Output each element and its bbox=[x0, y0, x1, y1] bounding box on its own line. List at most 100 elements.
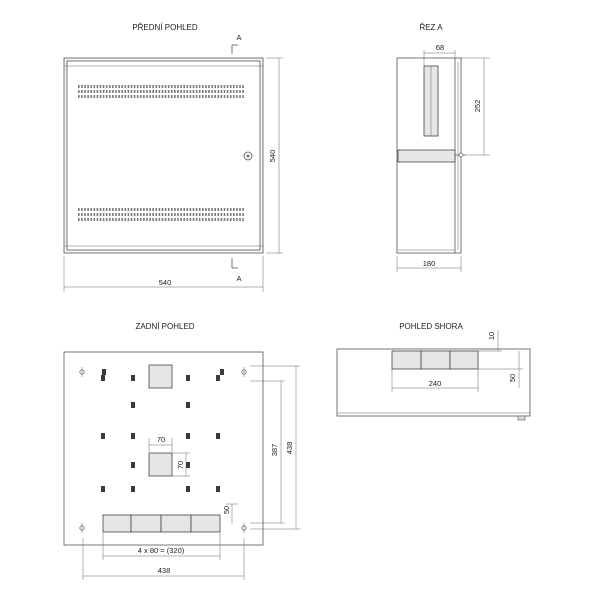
vent-slot bbox=[211, 213, 213, 216]
vent-slot bbox=[84, 213, 86, 216]
vent-slot bbox=[81, 213, 83, 216]
vent-slot bbox=[226, 95, 229, 98]
vent-slot bbox=[109, 218, 111, 221]
vent-slot bbox=[171, 95, 173, 98]
vent-slot bbox=[189, 213, 192, 216]
vent-slot bbox=[93, 208, 96, 211]
vent-slot bbox=[143, 85, 145, 88]
vent-slot bbox=[220, 213, 223, 216]
section-view-title: ŘEZ A bbox=[419, 23, 443, 32]
vent-slot bbox=[81, 90, 83, 93]
vent-slot bbox=[93, 213, 96, 216]
vent-slot bbox=[109, 95, 111, 98]
vent-slot bbox=[161, 90, 164, 93]
vent-slot bbox=[186, 208, 189, 211]
vent-slot bbox=[161, 95, 164, 98]
vent-slot bbox=[130, 213, 133, 216]
vent-slot bbox=[171, 218, 173, 221]
vent-slot bbox=[239, 85, 241, 88]
vent-slot bbox=[78, 90, 80, 93]
vent-slot bbox=[130, 95, 133, 98]
vent-slot bbox=[155, 95, 158, 98]
vent-slot bbox=[143, 90, 145, 93]
vent-slot bbox=[112, 213, 114, 216]
back-cable-entry-row bbox=[102, 514, 221, 533]
vent-slot bbox=[217, 208, 220, 211]
vent-slot bbox=[109, 213, 111, 216]
vent-slot bbox=[177, 85, 179, 88]
vent-slot bbox=[208, 218, 210, 221]
vent-slot bbox=[223, 213, 226, 216]
vent-slot bbox=[189, 218, 192, 221]
vent-slot bbox=[202, 95, 204, 98]
front-width-label: 540 bbox=[159, 278, 172, 287]
vent-slot bbox=[220, 85, 223, 88]
vent-slot bbox=[242, 213, 244, 216]
vent-slot bbox=[233, 218, 235, 221]
vent-slot bbox=[102, 208, 105, 211]
mounting-slot bbox=[186, 375, 190, 381]
cable-entry-4 bbox=[190, 514, 221, 533]
mounting-slot bbox=[131, 375, 135, 381]
vent-slot bbox=[78, 95, 80, 98]
section-depth-label: 180 bbox=[423, 259, 436, 268]
front-view: PŘEDNÍ POHLED A A 540 540 bbox=[63, 23, 283, 292]
vent-slot bbox=[152, 213, 154, 216]
vent-slot bbox=[177, 218, 179, 221]
vent-slot bbox=[167, 213, 170, 216]
vent-slot bbox=[143, 218, 145, 221]
vent-slot bbox=[195, 218, 198, 221]
vent-slot bbox=[118, 95, 120, 98]
vent-slot bbox=[118, 90, 120, 93]
vent-slot bbox=[115, 85, 117, 88]
vent-slot bbox=[105, 90, 108, 93]
vent-slot bbox=[115, 213, 117, 216]
vent-slot bbox=[109, 90, 111, 93]
vent-slot bbox=[167, 218, 170, 221]
vent-slot bbox=[214, 95, 216, 98]
vent-slot bbox=[136, 213, 139, 216]
vent-slot bbox=[146, 85, 148, 88]
vent-slot bbox=[214, 218, 216, 221]
section-height-label: 252 bbox=[473, 100, 482, 113]
top-offset-label: 10 bbox=[487, 332, 496, 340]
vent-slot bbox=[180, 95, 182, 98]
vent-slot bbox=[121, 218, 123, 221]
vent-slot bbox=[84, 218, 86, 221]
vent-slot bbox=[130, 208, 133, 211]
vent-slot bbox=[189, 208, 192, 211]
vent-slot bbox=[87, 95, 89, 98]
mounting-slot bbox=[131, 402, 135, 408]
vent-slot bbox=[214, 213, 216, 216]
vent-slot bbox=[127, 218, 130, 221]
vent-slot bbox=[93, 218, 96, 221]
vent-slot bbox=[242, 208, 244, 211]
vent-slot bbox=[140, 213, 142, 216]
vent-slot bbox=[143, 213, 145, 216]
vent-slot bbox=[239, 208, 241, 211]
vent-slot bbox=[133, 218, 136, 221]
vent-slot bbox=[195, 95, 198, 98]
vent-slot bbox=[242, 85, 244, 88]
vent-slot bbox=[118, 208, 120, 211]
vent-slot bbox=[149, 213, 151, 216]
vent-slot bbox=[121, 90, 123, 93]
vent-slot bbox=[140, 90, 142, 93]
vent-slot bbox=[192, 95, 195, 98]
mounting-slot bbox=[131, 486, 135, 492]
vent-slot bbox=[118, 218, 120, 221]
mounting-slot bbox=[186, 433, 190, 439]
vent-slot bbox=[87, 85, 89, 88]
vent-slot bbox=[158, 95, 161, 98]
back-middle-cutout bbox=[148, 452, 173, 477]
vent-slot bbox=[112, 218, 114, 221]
vent-slot bbox=[167, 90, 170, 93]
vent-slot bbox=[99, 85, 102, 88]
vent-slot bbox=[149, 218, 151, 221]
vent-slot bbox=[189, 85, 192, 88]
vent-slot bbox=[192, 90, 195, 93]
vent-slot bbox=[143, 208, 145, 211]
vent-slot bbox=[186, 218, 189, 221]
vent-slot bbox=[87, 218, 89, 221]
back-height-438-label: 438 bbox=[285, 442, 294, 455]
